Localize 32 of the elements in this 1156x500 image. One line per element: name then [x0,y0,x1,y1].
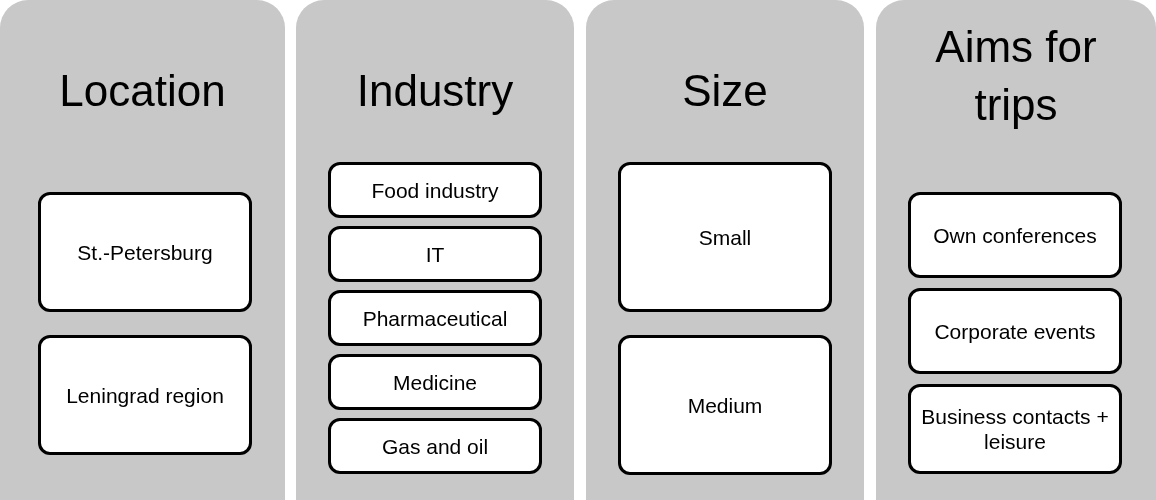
item-box [328,226,542,282]
item-label: Leningrad region [66,382,224,408]
item-box [38,192,252,312]
item-box [618,162,832,312]
panel-heading: Industry [355,65,515,117]
item-box [908,288,1122,374]
item-box [328,354,542,410]
item-label: Business contacts + leisure [920,404,1110,454]
item-label: Medicine [392,369,477,395]
item-box [328,162,542,218]
item-label: Small [698,224,752,250]
item-label: IT [425,241,445,267]
panel-heading: Location [58,65,227,117]
item-label: St.-Petersburg [77,239,213,265]
item-box [328,290,542,346]
panel-heading: Aims for trips [934,21,1098,131]
category-panel [876,0,1156,500]
item-label: Own conferences [933,222,1097,248]
item-label: Pharmaceutical [362,305,508,331]
item-label: Food industry [371,177,499,203]
category-panel [586,0,864,500]
item-label: Medium [687,392,763,418]
category-panel [296,0,574,500]
item-box [38,335,252,455]
item-box [618,335,832,475]
panel-heading: Size [681,65,769,117]
item-label: Gas and oil [381,433,489,459]
item-box [328,418,542,474]
category-panel [0,0,285,500]
item-label: Corporate events [934,318,1096,344]
item-box [908,384,1122,474]
item-box [908,192,1122,278]
